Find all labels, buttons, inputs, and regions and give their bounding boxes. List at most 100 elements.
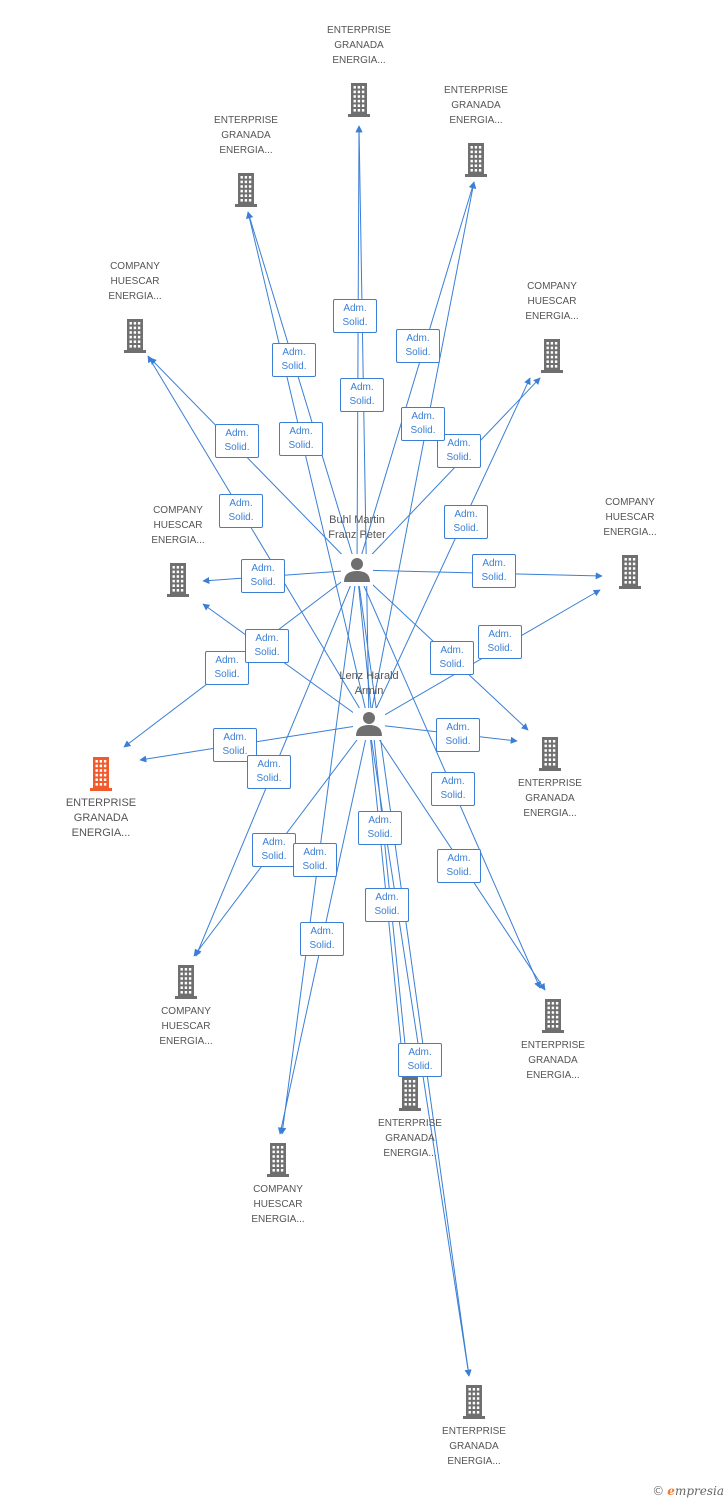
company-label-line: ENERGIA... bbox=[449, 115, 503, 126]
edge-label-p2-c11[interactable]: Adm.Solid. bbox=[431, 772, 475, 806]
edge-label-line: Adm. bbox=[303, 847, 327, 858]
company-label-line: HUESCAR bbox=[110, 276, 160, 287]
person-name-line: Armin bbox=[354, 685, 384, 697]
edge-label-line: Adm. bbox=[375, 892, 399, 903]
company-label-line: ENERGIA... bbox=[219, 145, 273, 156]
edge-label-line: Solid. bbox=[453, 523, 479, 534]
company-label-line: GRANADA bbox=[525, 793, 575, 804]
copyright-icon: © bbox=[652, 1484, 665, 1498]
building-icon[interactable] bbox=[124, 319, 146, 353]
company-label-line: GRANADA bbox=[221, 130, 271, 141]
edge-label-p2-c10[interactable]: Adm.Solid. bbox=[247, 755, 291, 789]
company-label-line: ENERGIA... bbox=[332, 55, 386, 66]
edge-label-p1-c1[interactable]: Adm.Solid. bbox=[333, 299, 377, 333]
building-icon[interactable] bbox=[539, 737, 561, 771]
edge-label-p2-c12[interactable]: Adm. Solid. bbox=[365, 888, 409, 922]
edge-label-p1-c8[interactable]: Adm.Solid. bbox=[205, 651, 249, 685]
building-icon[interactable] bbox=[235, 173, 257, 207]
edge-label-p2-c8[interactable]: Adm.Solid. bbox=[213, 728, 257, 762]
person-name-line: Buhl Martin bbox=[329, 514, 385, 526]
edge-label-p1-c4[interactable]: Adm.Solid. bbox=[215, 424, 259, 458]
building-icon[interactable] bbox=[463, 1385, 485, 1419]
focus-building-icon[interactable] bbox=[90, 757, 112, 791]
person-name-line: Franz Peter bbox=[328, 529, 386, 541]
edge-label-line: Adm. bbox=[440, 645, 464, 656]
building-icon[interactable] bbox=[542, 999, 564, 1033]
edge-label-line: Adm. bbox=[225, 428, 249, 439]
company-label-line: ENERGIA... bbox=[108, 291, 162, 302]
edge-label-p2-c4[interactable]: Adm.Solid. bbox=[219, 494, 263, 528]
person-icon[interactable] bbox=[341, 554, 373, 586]
person-name-line: Lenz Harald bbox=[339, 670, 399, 682]
edge-label-p1-c12[interactable]: Adm.Solid. bbox=[358, 811, 402, 845]
edge-label-p2-c14[interactable]: Adm.Solid. bbox=[398, 1043, 442, 1077]
building-icon[interactable] bbox=[267, 1143, 289, 1177]
edge-label-line: Solid. bbox=[288, 440, 314, 451]
edge-label-line: Solid. bbox=[349, 396, 375, 407]
edge-label-p2-c3[interactable]: Adm.Solid. bbox=[279, 422, 323, 456]
edge-label-line: Adm. bbox=[310, 926, 334, 937]
edge-label-p1-c9[interactable]: Adm.Solid. bbox=[430, 641, 474, 675]
company-label-line: ENERGIA... bbox=[526, 1070, 580, 1081]
company-label-line: HUESCAR bbox=[253, 1199, 303, 1210]
edge-label-line: Adm. bbox=[343, 303, 367, 314]
edge-label-p1-c11[interactable]: Adm.Solid. bbox=[437, 849, 481, 883]
edge-label-p1-c2[interactable]: Adm.Solid. bbox=[396, 329, 440, 363]
edge-label-p1-c6[interactable]: Adm.Solid. bbox=[241, 559, 285, 593]
edge-label-p1-c3[interactable]: Adm.Solid. bbox=[272, 343, 316, 377]
edge-p1-c1 bbox=[355, 125, 363, 571]
edge-label-p1-c7[interactable]: Adm.Solid. bbox=[472, 554, 516, 588]
company-label-line: GRANADA bbox=[73, 812, 129, 824]
edge-label-line: Solid. bbox=[367, 829, 393, 840]
company-label-line: ENTERPRISE bbox=[65, 797, 137, 809]
building-icon[interactable] bbox=[175, 965, 197, 999]
edge-label-p2-c6[interactable]: Adm.Solid. bbox=[245, 629, 289, 663]
edge-label-line: Solid. bbox=[407, 1061, 433, 1072]
empresia-brand[interactable]: ©empresia bbox=[652, 1484, 724, 1498]
edge-label-p2-c13[interactable]: Adm.Solid. bbox=[300, 922, 344, 956]
building-icon[interactable] bbox=[348, 83, 370, 117]
edge-label-line: Solid. bbox=[487, 643, 513, 654]
building-icon[interactable] bbox=[465, 143, 487, 177]
edge-label-p2-c9[interactable]: Adm.Solid. bbox=[436, 718, 480, 752]
company-label-line: COMPANY bbox=[161, 1006, 211, 1017]
company-label-line: COMPANY bbox=[605, 497, 655, 508]
brand-logo-initial: e bbox=[667, 1484, 675, 1498]
company-label-line: ENERGIA... bbox=[71, 827, 131, 839]
building-icon[interactable] bbox=[399, 1077, 421, 1111]
edge-label-line: Adm. bbox=[482, 558, 506, 569]
company-label-line: ENERGIA... bbox=[525, 311, 579, 322]
edge-label-line: Solid. bbox=[374, 906, 400, 917]
company-label-line: GRANADA bbox=[385, 1133, 435, 1144]
building-icon[interactable] bbox=[619, 555, 641, 589]
company-label-line: GRANADA bbox=[451, 100, 501, 111]
edge-label-p2-c7[interactable]: Adm.Solid. bbox=[478, 625, 522, 659]
company-label-c8[interactable]: ENTERPRISE GRANADA ENERGIA... bbox=[41, 796, 161, 841]
edge-label-p2-c1[interactable]: Adm.Solid. bbox=[340, 378, 384, 412]
edge-label-p2-c2[interactable]: Adm.Solid. bbox=[401, 407, 445, 441]
company-label-line: GRANADA bbox=[334, 40, 384, 51]
person-icon[interactable] bbox=[353, 708, 385, 740]
company-label-line: ENERGIA... bbox=[251, 1214, 305, 1225]
edge-label-p2-c5[interactable]: Adm.Solid. bbox=[444, 505, 488, 539]
building-icon[interactable] bbox=[541, 339, 563, 373]
edge-label-p1-c13[interactable]: Adm.Solid. bbox=[293, 843, 337, 877]
building-icon[interactable] bbox=[167, 563, 189, 597]
edge-label-p1-c10[interactable]: Adm.Solid. bbox=[252, 833, 296, 867]
